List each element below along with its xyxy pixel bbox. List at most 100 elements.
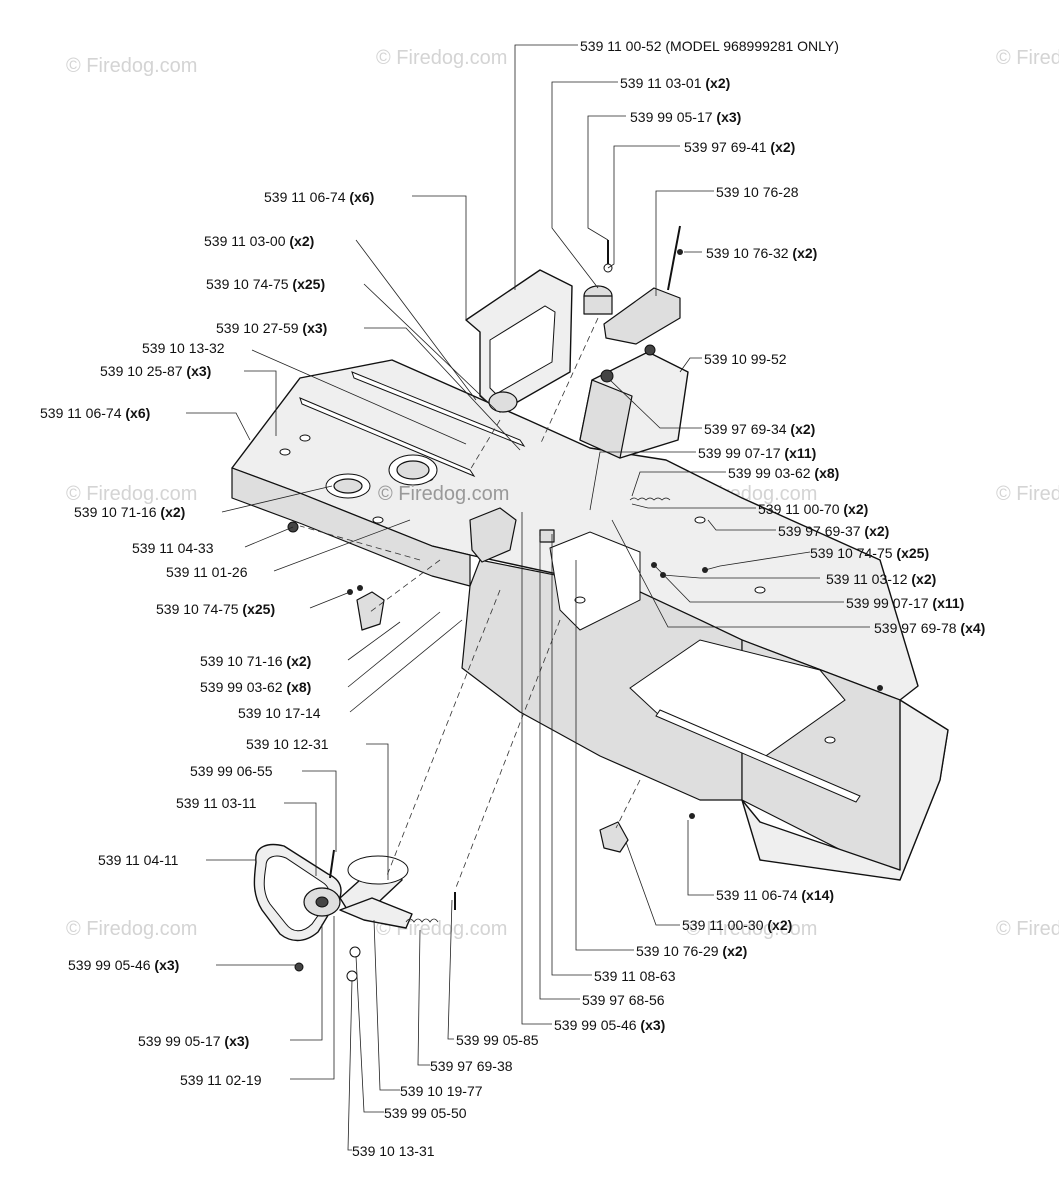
callout-539-11-00-70: 539 11 00-70 (x2) (758, 501, 868, 517)
leader-line (589, 451, 696, 511)
leader-line (707, 519, 776, 531)
part-number: 539 99 05-17 (138, 1033, 221, 1049)
callout-539-99-05-85: 539 99 05-85 (456, 1032, 539, 1048)
leader-line (347, 621, 401, 661)
callout-539-11-03-00: 539 11 03-00 (x2) (204, 233, 314, 249)
callout-539-10-13-32: 539 10 13-32 (142, 340, 225, 356)
part-number: 539 99 03-62 (200, 679, 283, 695)
part-number: 539 10 13-32 (142, 340, 225, 356)
part-number: 539 10 76-29 (636, 943, 719, 959)
leader-line (244, 370, 277, 436)
tank-fitting (644, 344, 656, 356)
part-number: 539 11 00-30 (682, 917, 764, 933)
leader-line (284, 802, 317, 876)
callout-539-97-69-78: 539 97 69-78 (x4) (874, 620, 985, 636)
assembly-line (385, 589, 501, 879)
assembly-line (539, 317, 599, 446)
top-bushing-body (583, 295, 613, 315)
bolt (677, 249, 683, 255)
leader-line (186, 412, 251, 441)
callout-539-11-02-19: 539 11 02-19 (180, 1072, 262, 1088)
part-number: 539 11 06-74 (716, 887, 798, 903)
part-number: 539 10 19-77 (400, 1083, 483, 1099)
part-number: 539 11 04-33 (132, 540, 214, 556)
callout-labels: 539 11 00-52 (MODEL 968999281 ONLY) 539 … (40, 38, 985, 1159)
leader-line (363, 283, 497, 411)
leader-line (412, 195, 467, 320)
gasket-inner (333, 478, 363, 494)
tension-arm (339, 897, 413, 929)
callout-539-10-25-87: 539 10 25-87 (x3) (100, 363, 211, 379)
part-number: 539 97 69-34 (704, 421, 787, 437)
frame-hole (299, 434, 311, 442)
callout-539-10-76-28: 539 10 76-28 (716, 184, 799, 200)
callout-539-11-03-12: 539 11 03-12 (x2) (826, 571, 936, 587)
leader-line (704, 551, 811, 571)
nut (294, 962, 304, 972)
part-number: 539 10 99-52 (704, 351, 787, 367)
leader-line (514, 44, 578, 290)
callout-539-11-06-74-b: 539 11 06-74 (x6) (40, 405, 150, 421)
callout-539-10-74-75: 539 10 74-75 (x25) (206, 276, 325, 292)
callout-539-11-04-33: 539 11 04-33 (132, 540, 214, 556)
part-number: 539 10 27-59 (216, 320, 299, 336)
callout-539-10-71-16-b: 539 10 71-16 (x2) (200, 653, 311, 669)
frame-hole (372, 516, 384, 524)
watermark-top-middle: © Firedog.com (376, 47, 507, 69)
watermark-center: © Firedog.com (378, 483, 509, 505)
leader-line (631, 503, 756, 509)
leader-line (373, 919, 400, 1091)
part-number: 539 11 06-74 (40, 405, 122, 421)
callout-539-99-05-46: 539 99 05-46 (x3) (68, 957, 179, 973)
leader-line (417, 929, 430, 1066)
fuel-cap (396, 460, 430, 480)
part-number: 539 11 04-11 (98, 852, 179, 868)
washer (346, 970, 358, 982)
callout-539-99-05-46-b: 539 99 05-46 (x3) (554, 1017, 665, 1033)
part-number: 539 11 03-01 (620, 75, 702, 91)
leader-line (355, 955, 384, 1113)
part-number: 539 10 71-16 (200, 653, 283, 669)
part-number: 539 11 00-70 (758, 501, 840, 517)
leader-line (607, 145, 680, 269)
center-opening (549, 531, 641, 631)
part-qty: (x25) (242, 601, 275, 617)
callout-539-10-13-31: 539 10 13-31 (352, 1143, 435, 1159)
callout-539-10-27-59: 539 10 27-59 (x3) (216, 320, 327, 336)
callout-539-10-12-31: 539 10 12-31 (246, 736, 329, 752)
part-number: 539 10 13-31 (352, 1143, 435, 1159)
leader-line (221, 485, 333, 513)
callout-539-11-08-63: 539 11 08-63 (594, 968, 676, 984)
leader-line (662, 574, 820, 579)
leader-line (631, 471, 726, 497)
leader-line (687, 820, 714, 896)
part-number: 539 97 68-56 (582, 992, 665, 1008)
callout-539-10-74-75-c: 539 10 74-75 (x25) (156, 601, 275, 617)
leader-line (251, 349, 467, 445)
leader-line (679, 357, 702, 373)
callout-539-99-07-17-b: 539 99 07-17 (x11) (846, 595, 964, 611)
part-number: 539 99 05-46 (554, 1017, 637, 1033)
callout-539-11-03-01: 539 11 03-01 (x2) (620, 75, 730, 91)
part-qty: (x2) (767, 917, 792, 933)
callout-539-99-03-62: 539 99 03-62 (x8) (728, 465, 839, 481)
part-qty: (x25) (292, 276, 325, 292)
leader-line (551, 81, 618, 289)
switch-assembly (603, 287, 681, 345)
part-number: 539 11 03-00 (204, 233, 286, 249)
part-number: 539 97 69-37 (778, 523, 861, 539)
leader-line (655, 190, 714, 296)
part-qty: (x3) (302, 320, 327, 336)
assembly-lines (299, 317, 641, 891)
leader-line (302, 770, 337, 852)
part-qty: (x2) (722, 943, 747, 959)
leader-line (290, 924, 323, 1041)
part-number: 539 99 06-55 (190, 763, 273, 779)
leader-line (366, 743, 389, 880)
part-qty: (x3) (224, 1033, 249, 1049)
part-number: 539 99 07-17 (698, 445, 781, 461)
callout-539-10-76-29: 539 10 76-29 (x2) (636, 943, 747, 959)
lower-bracket (599, 821, 629, 853)
callout-539-97-68-56: 539 97 68-56 (582, 992, 665, 1008)
part-qty: (x6) (349, 189, 374, 205)
